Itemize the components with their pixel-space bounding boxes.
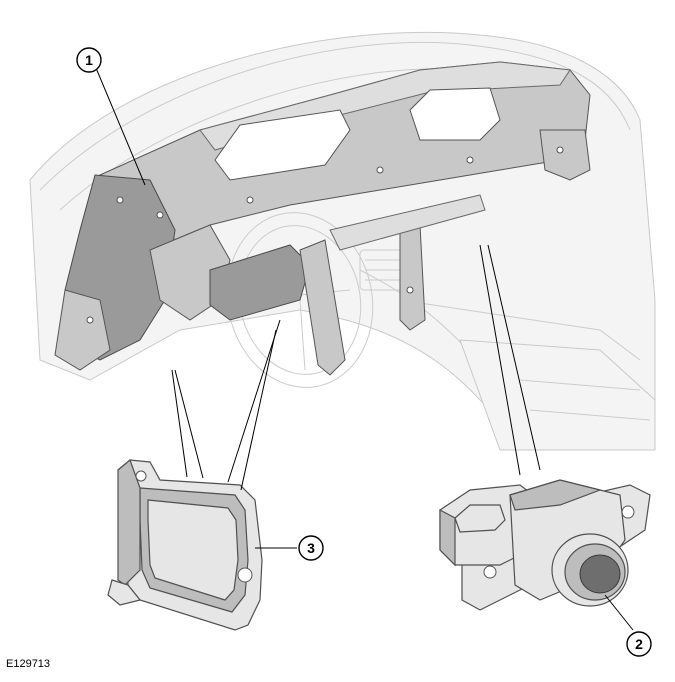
callout-1: 1 — [76, 47, 102, 73]
callout-2: 2 — [626, 631, 652, 657]
callout-1-label: 1 — [85, 52, 93, 68]
leader-3d — [240, 329, 277, 491]
leader-2a — [479, 244, 521, 476]
leader-lines — [95, 67, 634, 631]
leader-3c — [227, 319, 281, 483]
leader-3b — [174, 369, 204, 479]
figure-reference-code: E129713 — [6, 658, 51, 670]
callout-2-label: 2 — [635, 636, 643, 652]
cross-car-beam — [54, 61, 591, 376]
strap-bracket — [107, 458, 263, 631]
callout-3: 3 — [298, 535, 324, 561]
sensor-unit — [439, 479, 651, 611]
leader-2c — [604, 594, 634, 631]
leader-3a — [171, 369, 188, 478]
leader-1 — [95, 67, 146, 186]
leader-2b — [487, 244, 541, 471]
callout-3-label: 3 — [307, 540, 315, 556]
